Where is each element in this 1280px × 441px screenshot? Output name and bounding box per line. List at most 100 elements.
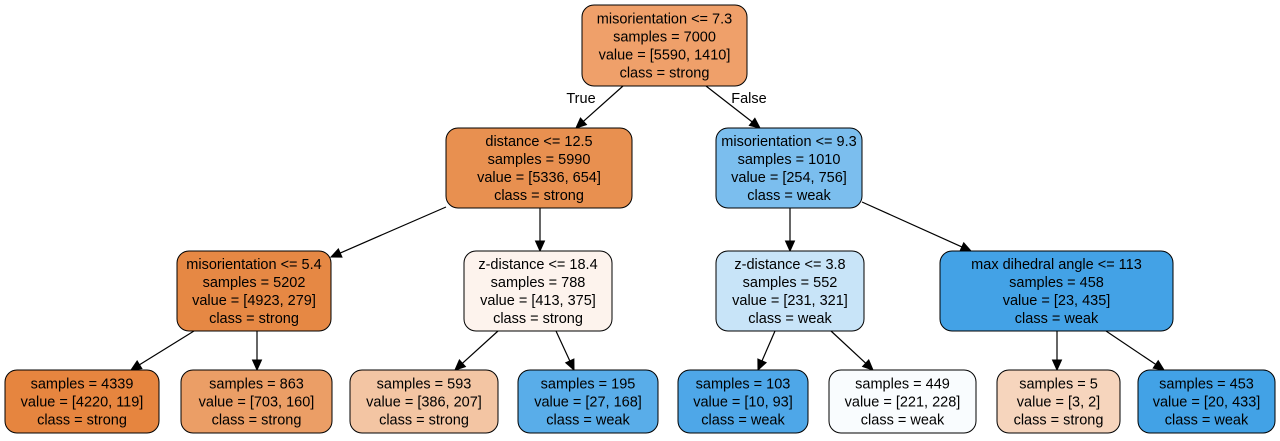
edge-n2-n6 <box>861 201 973 252</box>
node-text-line: samples = 863 <box>209 377 304 393</box>
edge-line <box>761 330 776 362</box>
node-text-line: samples = 5202 <box>203 275 306 291</box>
edge-n4-n10 <box>555 330 575 372</box>
edge-line <box>555 330 571 362</box>
node-box <box>581 4 748 87</box>
node-text-line: samples = 552 <box>743 275 838 291</box>
edges-layer: True False <box>129 85 1166 372</box>
node-box <box>715 250 865 332</box>
node-box <box>349 369 499 434</box>
arrowhead-icon <box>959 241 973 252</box>
arrowhead-icon <box>757 358 768 372</box>
node-text-line: samples = 195 <box>541 377 636 393</box>
arrowhead-icon <box>251 359 263 372</box>
node-text-line: value = [413, 375] <box>480 293 596 309</box>
edge-line <box>339 206 447 254</box>
arrowhead-icon <box>564 358 575 372</box>
tree-node-n1: distance <= 12.5 samples = 5990 value = [5… <box>445 127 633 209</box>
edge-line <box>1105 330 1157 365</box>
node-text-line: value = [386, 207] <box>366 395 482 411</box>
node-box <box>180 369 333 434</box>
node-text-line: samples = 449 <box>855 377 950 393</box>
node-text-line: class = strong <box>212 413 302 429</box>
node-text-line: value = [4220, 119] <box>21 395 144 411</box>
edge-n3-n8 <box>251 331 263 372</box>
arrowhead-icon <box>1152 359 1166 371</box>
edge-n1-n4 <box>534 208 546 253</box>
edge-line <box>583 85 624 122</box>
node-text-line: samples = 593 <box>377 377 472 393</box>
edge-n6-n13 <box>1051 331 1063 372</box>
node-text-line: samples = 7000 <box>613 30 716 46</box>
node-text-line: samples = 458 <box>1009 275 1104 291</box>
node-text-line: misorientation <= 9.3 <box>721 134 856 150</box>
edge-n1-n3 <box>329 206 447 258</box>
node-text-line: class = weak <box>546 413 630 429</box>
node-box <box>176 250 332 332</box>
node-box <box>463 250 613 332</box>
edge-line <box>139 330 195 366</box>
node-text-line: class = strong <box>493 311 583 327</box>
edge-n0-n1: True <box>566 85 624 129</box>
edge-n6-n14 <box>1105 330 1166 371</box>
node-box <box>677 369 809 434</box>
node-text-line: max dihedral angle <= 113 <box>971 257 1142 273</box>
edge-line <box>861 201 963 248</box>
node-text-line: samples = 103 <box>696 377 791 393</box>
tree-node-n2: misorientation <= 9.3 samples = 1010 value… <box>715 127 863 209</box>
node-text-line: value = [20, 433] <box>1153 395 1261 411</box>
arrowhead-icon <box>1051 359 1063 372</box>
node-text-line: value = [221, 228] <box>845 395 961 411</box>
arrowhead-icon <box>129 359 143 371</box>
node-text-line: samples = 1010 <box>738 152 841 168</box>
arrowhead-icon <box>861 358 874 371</box>
arrowhead-icon <box>784 240 796 253</box>
edge-line <box>705 85 753 123</box>
node-text-line: class = strong <box>620 66 710 82</box>
edge-n3-n7 <box>129 330 195 371</box>
node-box <box>828 369 977 434</box>
arrowhead-icon <box>329 247 343 258</box>
node-text-line: samples = 788 <box>491 275 586 291</box>
node-text-line: samples = 4339 <box>31 377 134 393</box>
node-text-line: value = [10, 93] <box>693 395 793 411</box>
edge-line <box>830 330 867 364</box>
edge-n4-n9 <box>454 330 499 371</box>
node-text-line: value = [254, 756] <box>731 170 847 186</box>
node-box <box>715 127 863 209</box>
node-text-line: class = weak <box>1165 413 1249 429</box>
node-box <box>996 369 1121 434</box>
node-box <box>517 369 659 434</box>
node-text-line: misorientation <= 5.4 <box>186 257 321 273</box>
node-text-line: value = [5336, 654] <box>477 170 601 186</box>
node-text-line: misorientation <= 7.3 <box>597 12 732 28</box>
node-box <box>1137 369 1276 434</box>
tree-node-n12: samples = 449 value = [221, 228] class = w… <box>828 369 977 434</box>
node-text-line: z-distance <= 3.8 <box>734 257 845 273</box>
node-text-line: value = [4923, 279] <box>192 293 316 309</box>
node-text-line: class = weak <box>861 413 945 429</box>
edge-n0-n2: False <box>705 85 767 129</box>
edge-label: True <box>566 91 595 107</box>
edge-n5-n12 <box>830 330 874 371</box>
node-text-line: distance <= 12.5 <box>485 134 592 150</box>
node-text-line: samples = 5990 <box>488 152 591 168</box>
node-text-line: class = strong <box>494 188 584 204</box>
node-text-line: value = [231, 321] <box>732 293 848 309</box>
edge-n5-n11 <box>757 330 776 372</box>
arrowhead-icon <box>575 117 588 129</box>
node-text-line: value = [703, 160] <box>199 395 315 411</box>
node-box <box>445 127 633 209</box>
node-text-line: class = weak <box>747 188 831 204</box>
tree-node-n8: samples = 863 value = [703, 160] class = s… <box>180 369 333 434</box>
arrowhead-icon <box>748 117 761 129</box>
node-text-line: class = strong <box>209 311 299 327</box>
